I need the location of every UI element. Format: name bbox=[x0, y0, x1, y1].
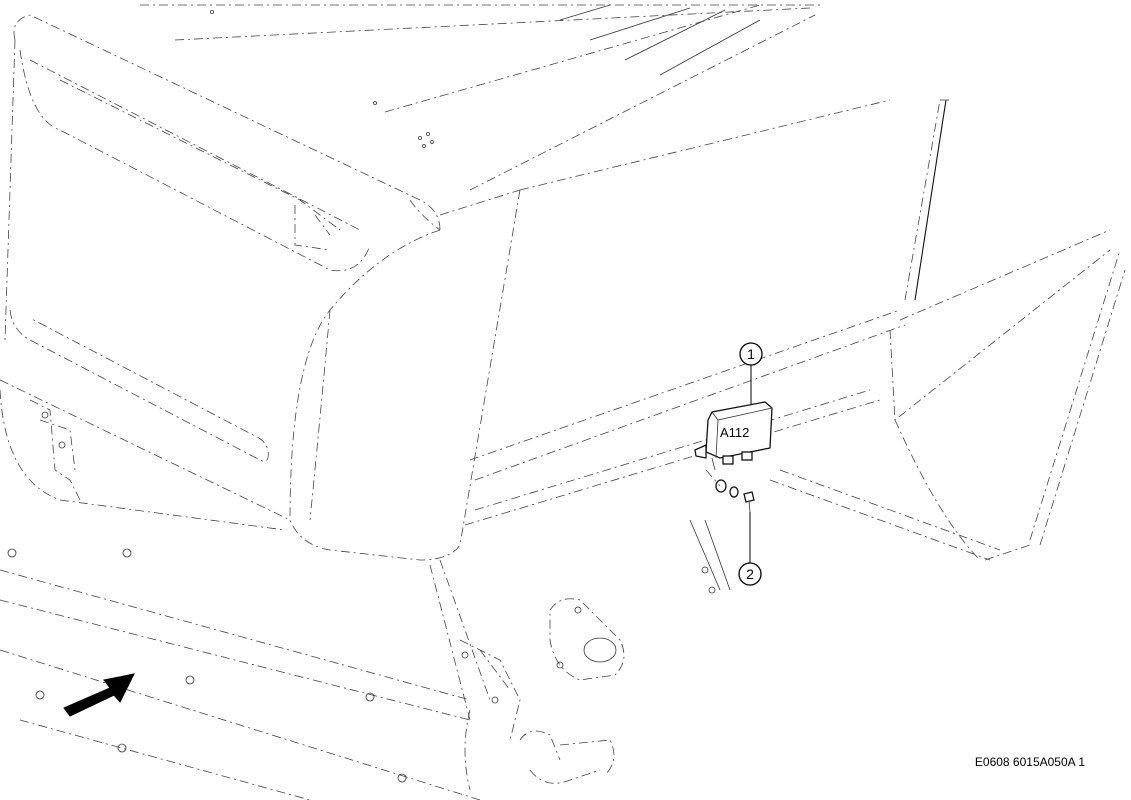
direction-arrow-icon bbox=[63, 673, 135, 717]
control-module: A112 bbox=[694, 401, 773, 471]
hinge-bracket bbox=[29, 399, 521, 741]
cab-roof bbox=[140, 4, 820, 191]
callout-1-number: 1 bbox=[747, 346, 755, 362]
cab-body bbox=[0, 14, 521, 561]
callout-2: 2 bbox=[738, 512, 762, 586]
callout-2-number: 2 bbox=[746, 566, 754, 582]
cab-side-panel bbox=[519, 99, 1126, 561]
roof-markers bbox=[210, 10, 434, 148]
frame-rail bbox=[429, 309, 1001, 721]
motor-assembly bbox=[464, 598, 625, 791]
callout-1: 1 bbox=[739, 342, 763, 404]
figure-reference: E0608 6015A050A 1 bbox=[974, 755, 1085, 769]
floor-plate bbox=[0, 548, 481, 800]
mounting-hardware bbox=[705, 469, 755, 513]
part-label: A112 bbox=[720, 425, 749, 440]
